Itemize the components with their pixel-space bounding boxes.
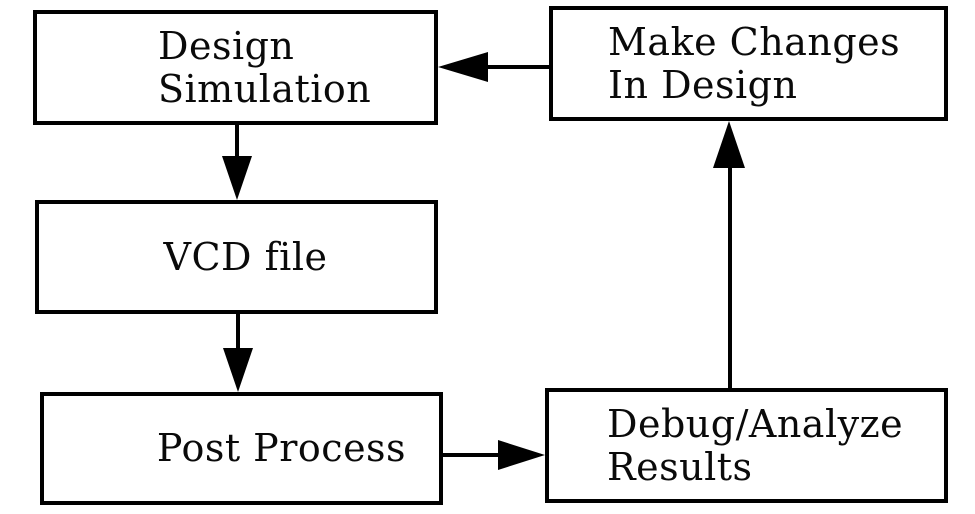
arrow-down-icon <box>223 348 253 392</box>
arrow-up-icon <box>713 121 745 168</box>
arrow-design-to-vcd-shaft <box>235 123 239 160</box>
node-design-simulation: Design Simulation <box>33 10 438 125</box>
arrow-debug-to-make-shaft <box>728 165 732 390</box>
arrow-left-icon <box>438 52 488 82</box>
node-make-changes-in-design: Make Changes In Design <box>549 6 948 121</box>
arrow-make-to-design-shaft <box>486 65 549 69</box>
node-post-process: Post Process <box>40 392 443 505</box>
arrow-vcd-to-post-shaft <box>236 312 240 352</box>
node-design-simulation-line2: Simulation <box>158 66 372 111</box>
node-vcd-file-label: VCD file <box>163 234 328 279</box>
node-debug-analyze-line2: Results <box>607 444 753 489</box>
node-post-process-label: Post Process <box>156 426 407 470</box>
node-debug-analyze-line1: Debug/Analyze <box>607 401 904 446</box>
node-make-changes-line2: In Design <box>608 62 798 107</box>
node-make-changes-line1: Make Changes <box>608 19 901 64</box>
arrow-right-icon <box>498 440 545 470</box>
node-vcd-file: VCD file <box>35 200 438 314</box>
node-debug-analyze-results: Debug/Analyze Results <box>545 388 948 503</box>
node-design-simulation-line1: Design <box>158 23 295 68</box>
arrow-down-icon <box>222 156 252 200</box>
arrow-post-to-debug-shaft <box>441 453 499 457</box>
